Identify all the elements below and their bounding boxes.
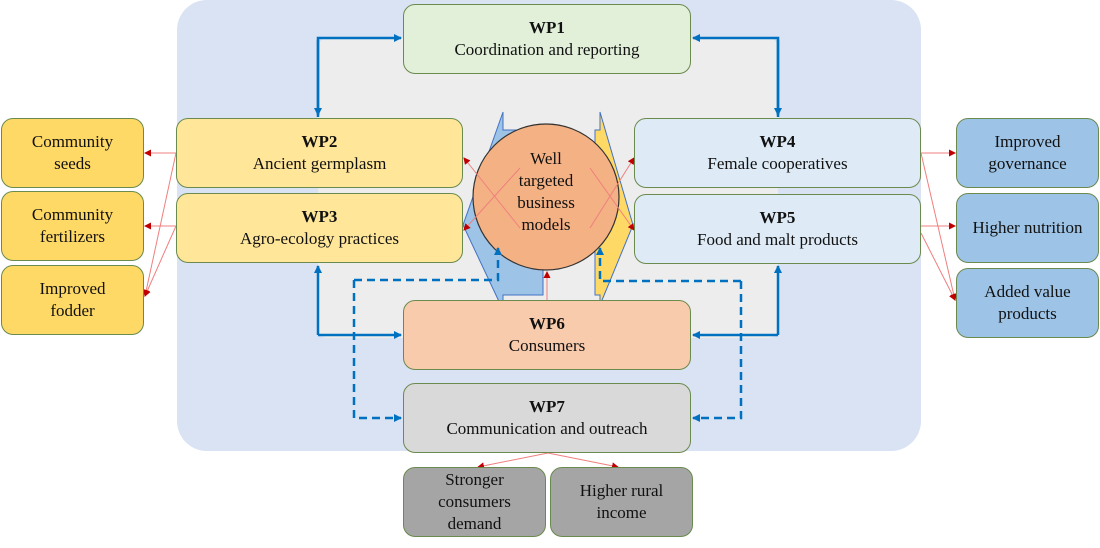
outcome-improved-governance: Improved governance <box>956 118 1099 188</box>
center-label: Well targeted business models <box>517 149 575 234</box>
wp3-title: Agro-ecology practices <box>239 229 400 248</box>
wp7-left-dashed <box>352 280 402 422</box>
wp1-id: WP1 <box>529 18 565 37</box>
wp7-right-dashed <box>692 281 743 422</box>
wp4-title: Female cooperatives <box>707 154 848 173</box>
wp1-wp2-connector <box>316 34 402 117</box>
wp6-box: WP6 Consumers <box>403 300 691 370</box>
wp2-box: WP2 Ancient germplasm <box>176 118 463 188</box>
outcome-added-value-products: Added value products <box>956 268 1099 338</box>
wp6-title: Consumers <box>508 336 586 355</box>
wp6-id: WP6 <box>529 314 565 333</box>
red-connectors <box>142 149 958 470</box>
wp1-wp4-connector <box>692 34 780 117</box>
outcome-improved-fodder: Improved fodder <box>1 265 144 335</box>
wp7-id: WP7 <box>529 397 565 416</box>
business-models-circle <box>472 123 620 271</box>
wp1-title: Coordination and reporting <box>454 40 640 59</box>
outcome-stronger-consumers-demand: Stronger consumers demand <box>403 467 546 537</box>
wp4-box: WP4 Female cooperatives <box>634 118 921 188</box>
wp7-box: WP7 Communication and outreach <box>403 383 691 453</box>
blue-solid-connectors <box>314 34 782 339</box>
wp7-title: Communication and outreach <box>446 419 648 438</box>
wp3-box: WP3 Agro-ecology practices <box>176 193 463 263</box>
wp2-id: WP2 <box>301 132 338 151</box>
wp4-id: WP4 <box>759 132 796 151</box>
wp1-box: WP1 Coordination and reporting <box>403 4 691 74</box>
blue-dashed-connectors <box>352 247 743 422</box>
wp5-id: WP5 <box>759 208 796 227</box>
outcome-higher-nutrition: Higher nutrition <box>956 193 1099 263</box>
outcome-community-seeds: Community seeds <box>1 118 144 188</box>
wp3-id: WP3 <box>301 207 338 226</box>
wp2-title: Ancient germplasm <box>252 154 387 173</box>
wp5-title: Food and malt products <box>696 230 858 249</box>
outcome-community-fertilizers: Community fertilizers <box>1 191 144 261</box>
outcome-higher-rural-income: Higher rural income <box>550 467 693 537</box>
wp5-box: WP5 Food and malt products <box>634 194 921 264</box>
